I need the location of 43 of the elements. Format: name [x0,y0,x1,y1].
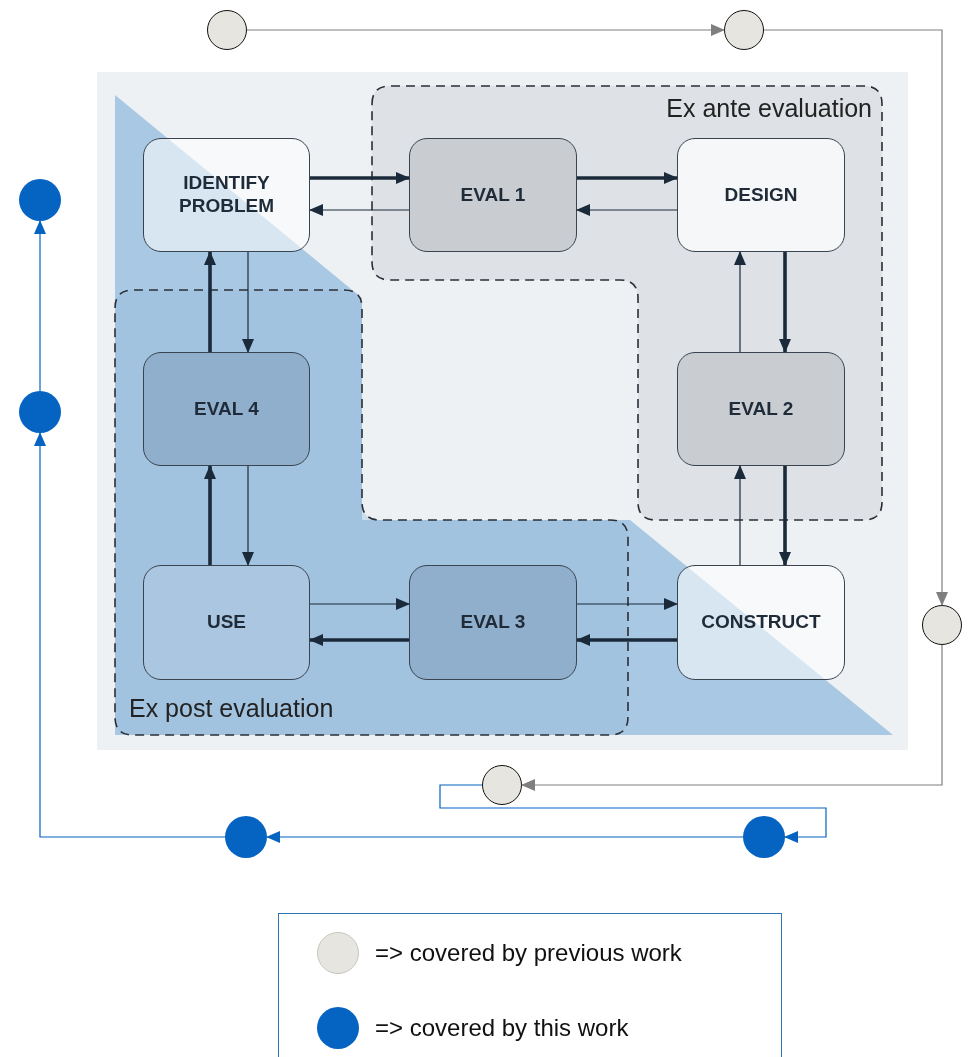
process-box: USE [143,565,310,680]
arrow [521,644,943,791]
arrow [310,172,410,184]
arrow [439,784,827,843]
milestone-circle [922,605,962,645]
arrow [577,172,678,184]
milestone-circle [207,10,247,50]
legend-text: => covered by this work [375,1014,629,1042]
group-label: Ex ante evaluation [666,94,872,123]
milestone-circle [19,179,61,221]
arrow [309,634,409,646]
arrow [309,204,410,216]
process-box: EVAL 2 [677,352,845,466]
arrow [242,251,254,353]
arrow [34,432,226,838]
legend-text: => covered by previous work [375,939,682,967]
milestone-circle [19,391,61,433]
arrow [779,466,791,566]
milestone-circle [225,816,267,858]
arrow [576,598,678,610]
process-box: DESIGN [677,138,845,252]
arrow [734,251,746,353]
group-label: Ex post evaluation [129,694,334,723]
arrow [734,465,746,566]
arrow [34,220,46,392]
arrow [576,634,677,646]
milestone-circle [482,765,522,805]
arrow [242,465,254,566]
process-box: EVAL 4 [143,352,310,466]
arrow [204,465,216,565]
arrow [309,598,410,610]
arrow [779,252,791,353]
arrow [576,204,678,216]
process-box: EVAL 1 [409,138,577,252]
arrow [763,29,948,606]
process-box: IDENTIFY PROBLEM [143,138,310,252]
process-box: EVAL 3 [409,565,577,680]
arrow [266,831,744,843]
milestone-circle [743,816,785,858]
milestone-circle [724,10,764,50]
arrow [246,24,725,36]
arrow [204,251,216,352]
process-box: CONSTRUCT [677,565,845,680]
